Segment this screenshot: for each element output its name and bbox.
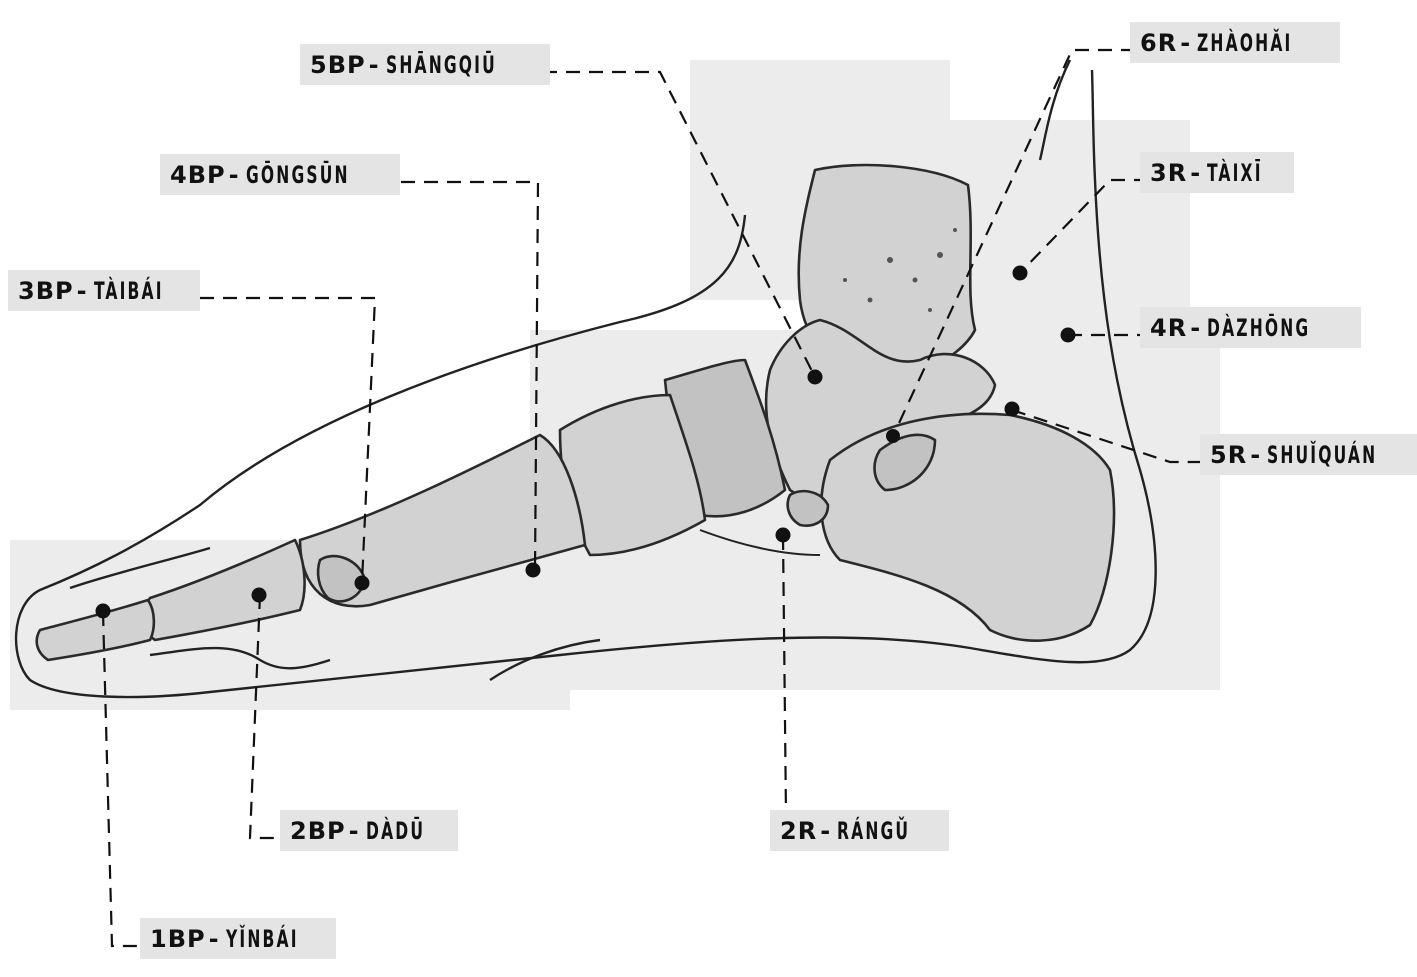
label-5r-code: 5R	[1210, 441, 1247, 469]
label-1bp-code: 1BP	[150, 925, 206, 953]
label-5r-name: SHUǏQUÁN	[1267, 443, 1377, 467]
point-6r	[886, 429, 900, 443]
label-3r-name: TÀIXĪ	[1207, 161, 1263, 185]
label-2bp-name: DÀDŪ	[366, 819, 425, 843]
label-3r-code: 3R	[1150, 159, 1187, 187]
label-2bp: 2BP-DÀDŪ	[280, 810, 458, 851]
point-2bp	[252, 588, 267, 603]
label-2r: 2R-RÁNGǓ	[770, 810, 949, 851]
label-2r-name: RÁNGǓ	[837, 819, 910, 843]
point-4bp	[526, 563, 541, 578]
label-3bp: 3BP-TÀIBÁI	[8, 270, 200, 311]
point-1bp	[96, 604, 111, 619]
label-5bp: 5BP-SHĀNGQIŪ	[300, 44, 550, 85]
point-4r	[1061, 328, 1076, 343]
label-6r-code: 6R	[1140, 29, 1177, 57]
label-4r-name: DÀZHŌNG	[1207, 316, 1310, 340]
label-2bp-code: 2BP	[290, 817, 346, 845]
label-1bp: 1BP-YǏNBÁI	[140, 918, 336, 959]
point-3bp	[355, 576, 370, 591]
label-4r-code: 4R	[1150, 314, 1187, 342]
label-4bp: 4BP-GŌNGSŪN	[160, 154, 400, 195]
point-2r	[776, 528, 791, 543]
label-3r: 3R-TÀIXĪ	[1140, 152, 1294, 193]
label-1bp-name: YǏNBÁI	[226, 927, 299, 951]
label-3bp-name: TÀIBÁI	[94, 279, 164, 303]
label-2r-code: 2R	[780, 817, 817, 845]
label-4bp-code: 4BP	[170, 161, 226, 189]
label-6r-name: ZHÀOHǍI	[1197, 31, 1292, 55]
label-4bp-name: GŌNGSŪN	[246, 163, 350, 187]
label-5r: 5R-SHUǏQUÁN	[1200, 434, 1417, 475]
label-4r: 4R-DÀZHŌNG	[1140, 307, 1361, 348]
label-5bp-name: SHĀNGQIŪ	[386, 53, 497, 77]
point-5bp	[808, 370, 823, 385]
point-5r	[1005, 402, 1020, 417]
label-6r: 6R-ZHÀOHǍI	[1130, 22, 1340, 63]
point-3r	[1013, 266, 1028, 281]
label-5bp-code: 5BP	[310, 51, 366, 79]
label-3bp-code: 3BP	[18, 277, 74, 305]
